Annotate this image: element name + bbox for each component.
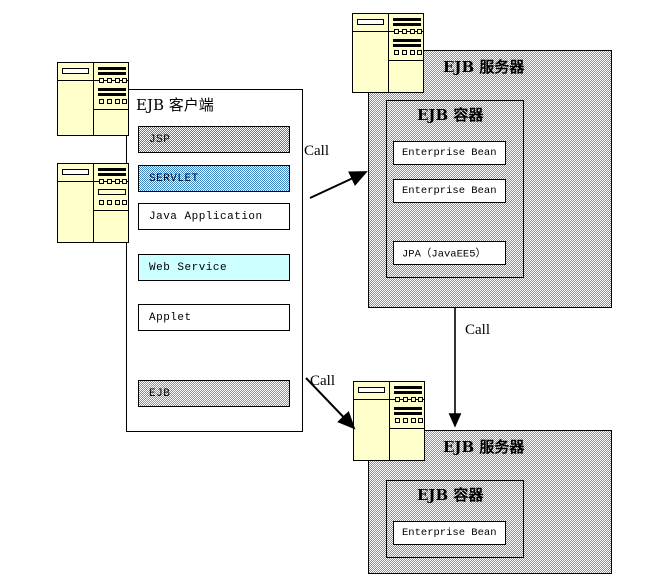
tower-vent-bar — [394, 386, 422, 389]
tower-left-panel — [353, 14, 389, 92]
tower-led — [410, 29, 415, 34]
tower-led — [403, 397, 408, 402]
tower-led — [99, 200, 104, 205]
client-row-ejb[interactable]: EJB — [138, 380, 290, 407]
tower-led — [107, 179, 112, 184]
tower-led — [394, 50, 399, 55]
tower-vent-bar — [98, 88, 126, 91]
client-row-label: Applet — [149, 311, 192, 324]
tower-led — [122, 99, 127, 104]
tower-vent-bar — [98, 168, 126, 171]
tower-divider — [389, 60, 423, 61]
server-tower-icon — [57, 62, 129, 136]
client-row-applet[interactable]: Applet — [138, 304, 290, 331]
call-arrow-servlet — [309, 171, 368, 199]
tower-led — [122, 200, 127, 205]
tower-divider — [390, 428, 424, 429]
client-row-label: EJB — [149, 387, 171, 400]
jpa-box: JPA（JavaEE5） — [393, 241, 506, 265]
tower-led — [115, 179, 120, 184]
tower-led — [417, 29, 422, 34]
client-row-label: JSP — [149, 133, 171, 146]
tower-vent-bar — [393, 23, 421, 26]
tower-vent-bar — [98, 173, 126, 176]
call-label-ejb: Call — [310, 373, 335, 389]
tower-led — [410, 50, 415, 55]
server-tower-icon — [57, 163, 129, 243]
client-row-web-service[interactable]: Web Service — [138, 254, 290, 281]
tower-divider — [354, 399, 424, 400]
client-row-servlet[interactable]: SERVLET — [138, 165, 290, 192]
tower-led — [395, 418, 400, 423]
enterprise-bean-box: Enterprise Bean — [393, 141, 506, 165]
tower-vent-bar — [393, 44, 421, 47]
tower-divider — [353, 31, 423, 32]
tower-vent-outline — [98, 189, 126, 195]
tower-vent-bar — [393, 18, 421, 21]
tower-divider — [58, 181, 128, 182]
enterprise-bean-label: Enterprise Bean — [402, 185, 497, 197]
tower-drive-slot — [62, 68, 89, 74]
client-row-label: SERVLET — [149, 172, 199, 185]
tower-led — [394, 29, 399, 34]
server-tower-icon — [353, 381, 425, 461]
call-label-server-to-server: Call — [465, 322, 490, 338]
tower-led — [411, 397, 416, 402]
tower-drive-slot — [358, 387, 385, 393]
tower-divider — [58, 80, 128, 81]
ejb-client-title: EJB 客户端 — [136, 96, 214, 114]
tower-vent-bar — [394, 407, 422, 410]
tower-led — [107, 99, 112, 104]
client-row-jsp[interactable]: JSP — [138, 126, 290, 153]
client-row-label: Web Service — [149, 261, 228, 274]
tower-led — [122, 179, 127, 184]
jpa-label: JPA（JavaEE5） — [402, 248, 487, 261]
tower-left-panel — [58, 63, 94, 135]
ejb-container-top-title: EJB 容器 — [417, 106, 484, 124]
tower-vent-bar — [394, 412, 422, 415]
tower-led — [411, 418, 416, 423]
tower-divider — [94, 109, 128, 110]
ejb-server-top-title: EJB 服务器 — [443, 58, 525, 76]
tower-led — [115, 78, 120, 83]
enterprise-bean-box: Enterprise Bean — [393, 521, 506, 545]
tower-led — [107, 200, 112, 205]
enterprise-bean-label: Enterprise Bean — [402, 527, 497, 539]
tower-led — [417, 50, 422, 55]
tower-vent-bar — [98, 72, 126, 75]
enterprise-bean-label: Enterprise Bean — [402, 147, 497, 159]
ejb-server-bottom-title: EJB 服务器 — [443, 438, 525, 456]
tower-led — [99, 78, 104, 83]
tower-led — [99, 99, 104, 104]
client-row-java-application[interactable]: Java Application — [138, 203, 290, 230]
tower-drive-slot — [357, 19, 384, 25]
tower-led — [395, 397, 400, 402]
tower-vent-bar — [98, 93, 126, 96]
tower-left-panel — [58, 164, 94, 242]
call-label-servlet: Call — [304, 143, 329, 159]
tower-led — [115, 99, 120, 104]
tower-led — [115, 200, 120, 205]
tower-led — [99, 179, 104, 184]
tower-vent-bar — [394, 391, 422, 394]
tower-led — [418, 418, 423, 423]
client-row-label: Java Application — [149, 210, 263, 223]
tower-led — [418, 397, 423, 402]
tower-led — [122, 78, 127, 83]
tower-led — [107, 78, 112, 83]
server-tower-icon — [352, 13, 424, 93]
tower-vent-bar — [98, 67, 126, 70]
tower-left-panel — [354, 382, 390, 460]
tower-led — [403, 418, 408, 423]
tower-led — [402, 29, 407, 34]
tower-vent-bar — [393, 39, 421, 42]
tower-led — [402, 50, 407, 55]
ejb-container-bottom-title: EJB 容器 — [417, 486, 484, 504]
tower-divider — [94, 210, 128, 211]
enterprise-bean-box: Enterprise Bean — [393, 179, 506, 203]
tower-drive-slot — [62, 169, 89, 175]
